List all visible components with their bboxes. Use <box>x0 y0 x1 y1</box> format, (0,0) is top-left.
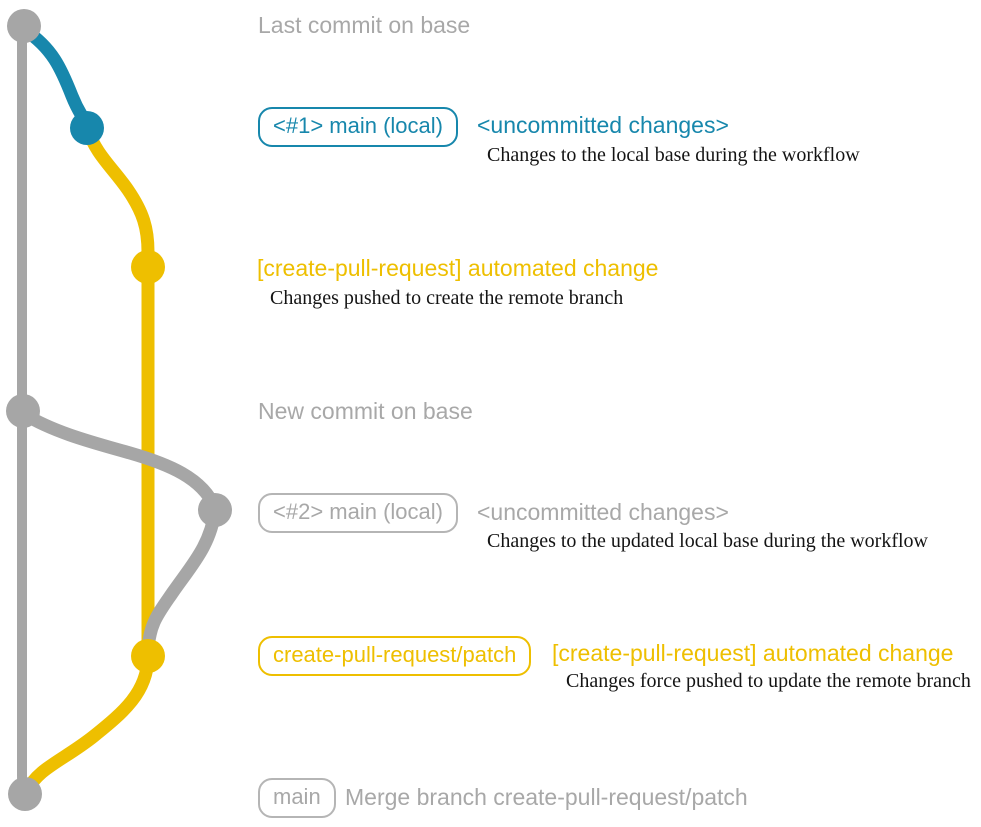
local-main-1-branch-line <box>18 23 94 135</box>
patch-merge-to-main-line <box>20 651 155 798</box>
branch-badge-create-pull-request-patch: create-pull-request/patch <box>258 636 532 677</box>
automated-change-description-2: Changes force pushed to update the remot… <box>566 670 971 692</box>
new-base-to-local-main-2-line <box>17 407 222 515</box>
automated-change-title-2: [create-pull-request] automated change <box>552 640 954 666</box>
commit-dot-automated-change-commit-2 <box>131 639 165 673</box>
cpr-branch-line-1 <box>80 121 155 662</box>
automated-change-description-1: Changes pushed to create the remote bran… <box>270 287 624 309</box>
commit-dot-new-commit-on-base <box>6 394 40 428</box>
uncommitted-changes-title-1: <uncommitted changes> <box>477 112 729 138</box>
commit-dot-local-main-commit-2 <box>198 493 232 527</box>
commit-dot-last-commit-on-base <box>7 9 41 43</box>
branch-badge-main: main <box>258 778 336 819</box>
branch-badge-main-local-1: <#1> main (local) <box>258 107 458 148</box>
branch-badge-main-local-2: <#2> main (local) <box>258 493 458 534</box>
uncommitted-changes-description-2: Changes to the updated local base during… <box>487 530 928 552</box>
commit-dot-merge-commit <box>8 777 42 811</box>
commit-dot-automated-change-commit-1 <box>131 250 165 284</box>
commit-dot-local-main-commit-1 <box>70 111 104 145</box>
new-commit-on-base-label: New commit on base <box>258 398 473 424</box>
local-main-2-to-patch-line <box>141 503 222 659</box>
uncommitted-changes-title-2: <uncommitted changes> <box>477 499 729 525</box>
automated-change-title-1: [create-pull-request] automated change <box>257 255 659 281</box>
uncommitted-changes-description-1: Changes to the local base during the wor… <box>487 144 860 166</box>
merge-commit-message: Merge branch create-pull-request/patch <box>345 784 748 810</box>
last-commit-on-base-label: Last commit on base <box>258 12 471 38</box>
